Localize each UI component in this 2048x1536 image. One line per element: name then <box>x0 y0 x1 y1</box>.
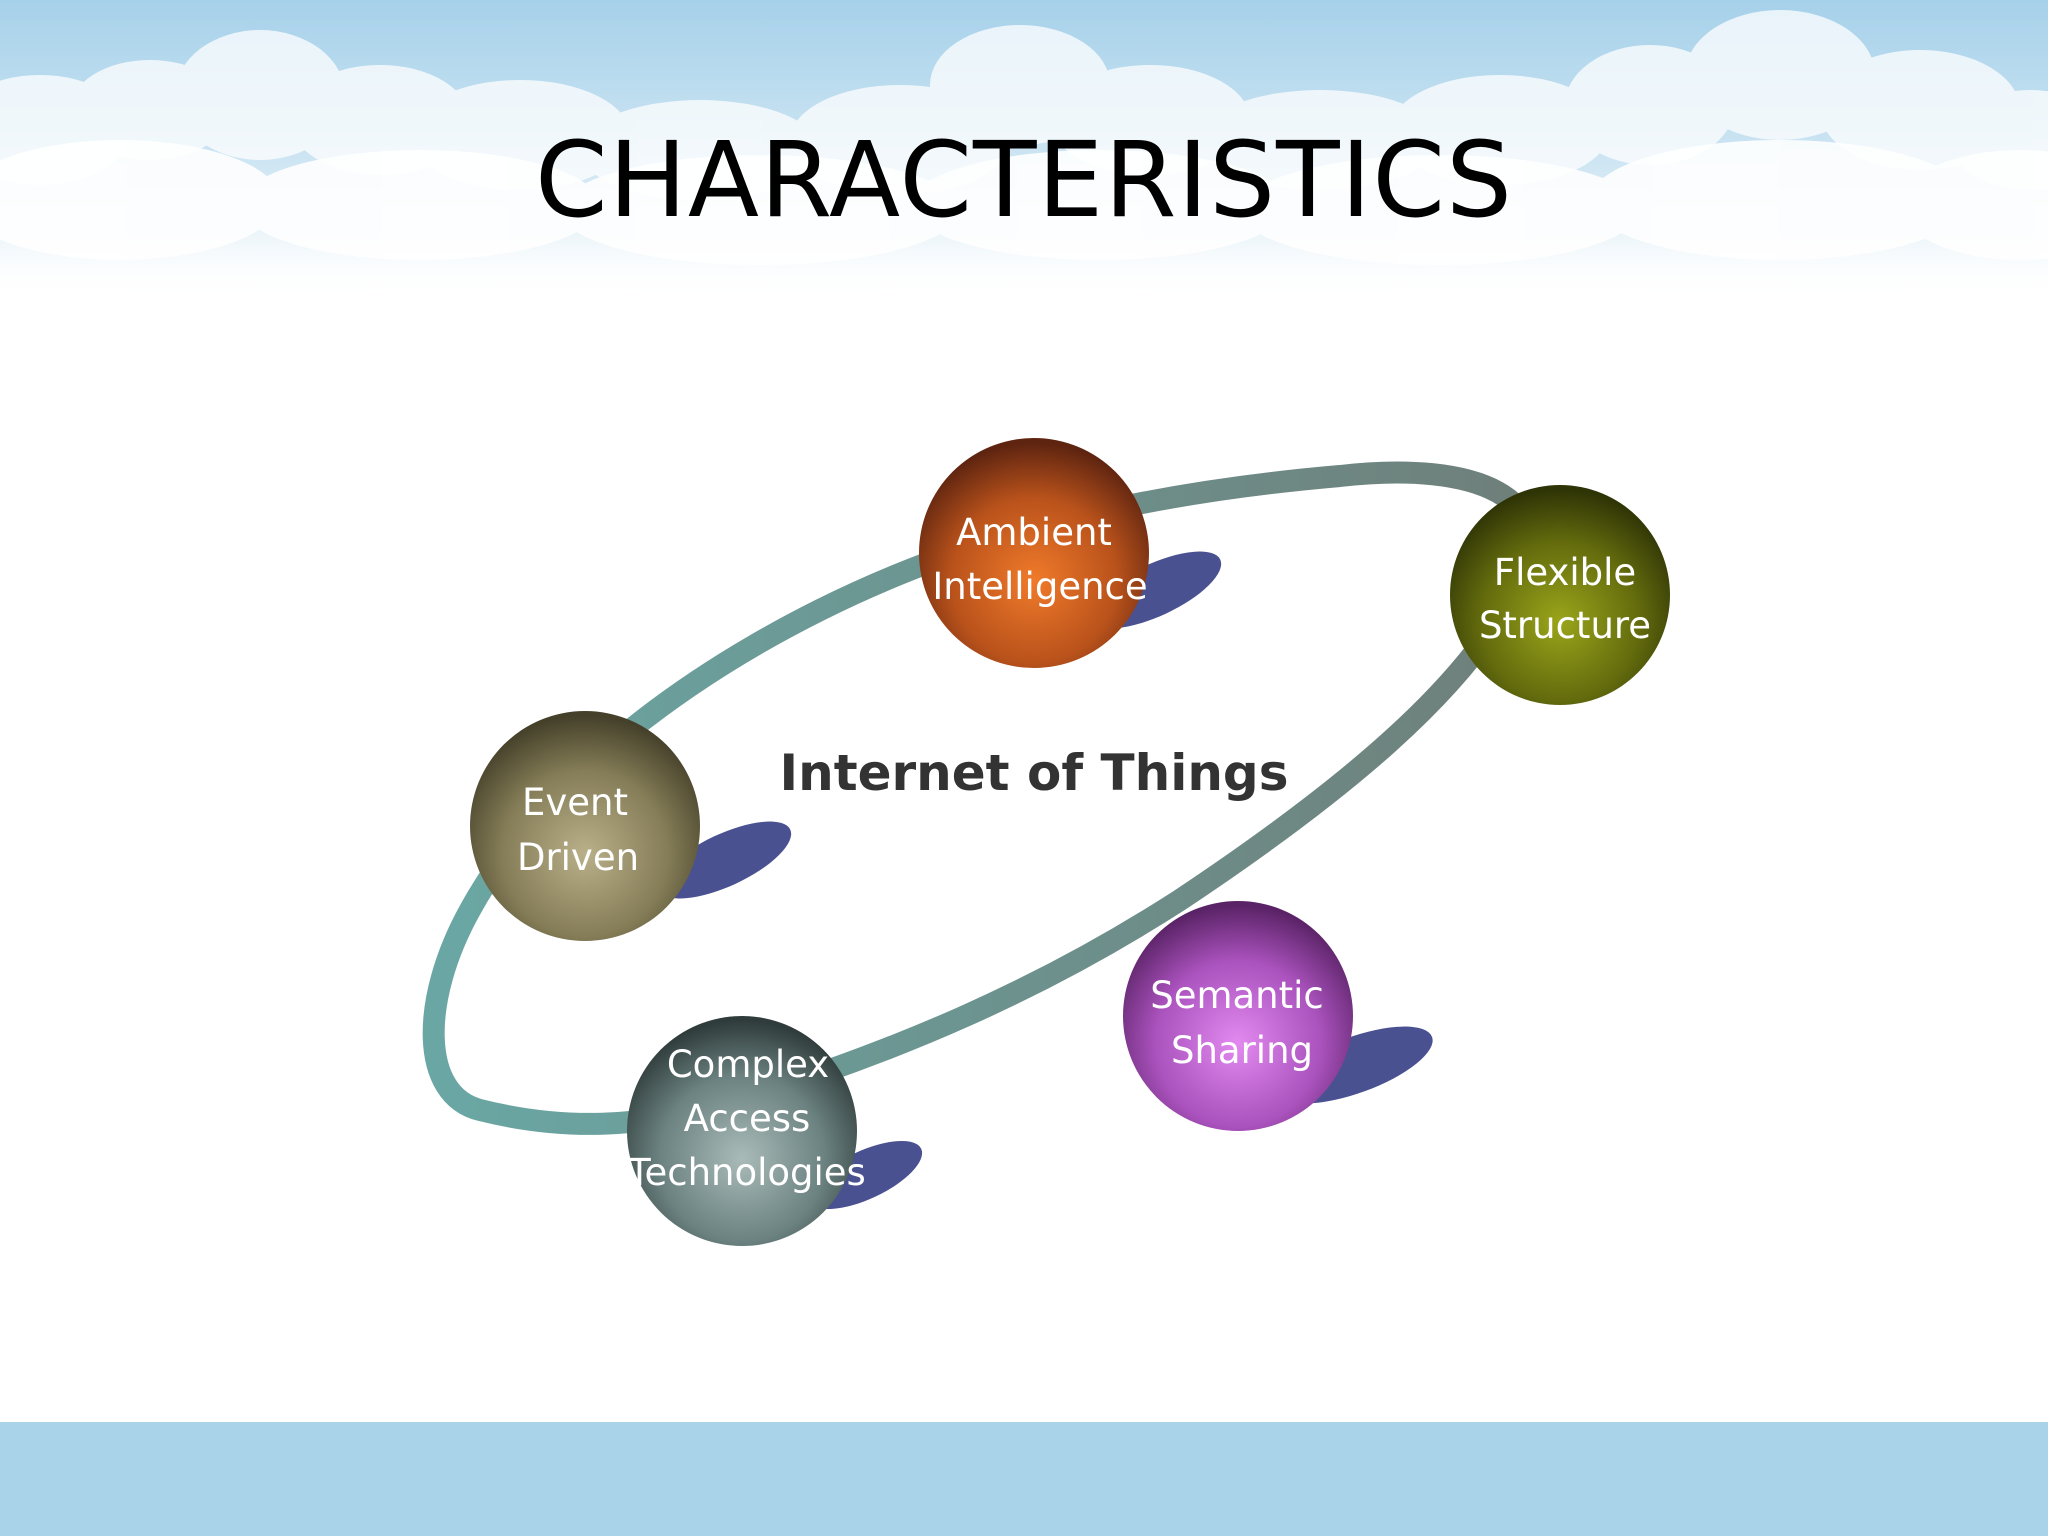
slide-title: CHARACTERISTICS <box>535 119 1513 241</box>
node-ambient-intelligence: Ambient Intelligence <box>919 438 1149 668</box>
node-complex-access-technologies: Complex Access Technologies <box>627 1016 866 1246</box>
footer-band <box>0 1422 2048 1536</box>
node-label-line: Structure <box>1479 604 1651 647</box>
node-flexible-structure: Flexible Structure <box>1450 485 1670 705</box>
node-label-line: Flexible <box>1494 551 1636 594</box>
node-label-line: Sharing <box>1171 1029 1313 1072</box>
node-label-line: Access <box>684 1097 811 1140</box>
node-label-line: Semantic <box>1150 974 1324 1017</box>
center-label: Internet of Things <box>780 744 1289 802</box>
node-label-line: Technologies <box>627 1151 866 1194</box>
node-label-line: Ambient <box>956 511 1112 554</box>
sky-header-background <box>0 0 2048 300</box>
node-label-line: Event <box>522 781 628 824</box>
node-event-driven: Event Driven <box>470 711 700 941</box>
node-label-line: Intelligence <box>932 565 1147 608</box>
node-label-line: Complex <box>667 1043 829 1086</box>
node-semantic-sharing: Semantic Sharing <box>1123 901 1353 1131</box>
node-label-line: Driven <box>517 836 639 879</box>
node-shadow <box>658 821 792 899</box>
